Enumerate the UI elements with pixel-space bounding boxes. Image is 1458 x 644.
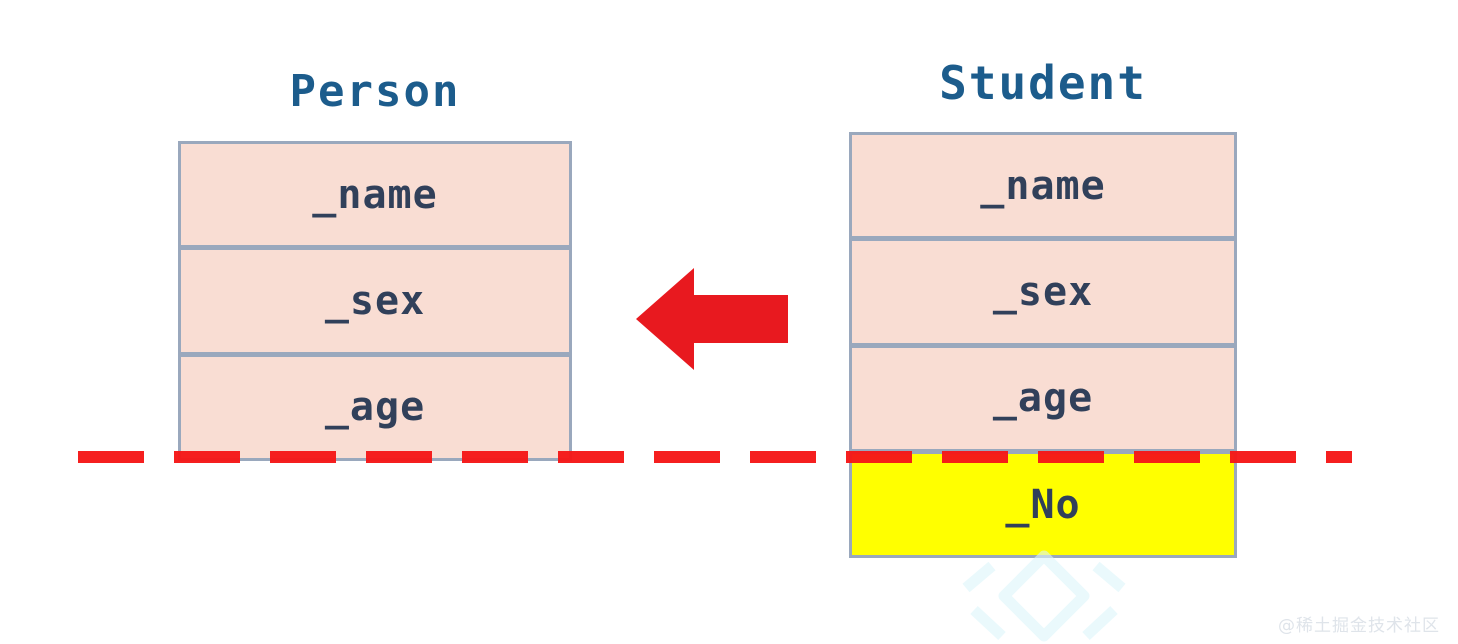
juejin-logo-watermark-icon — [962, 550, 1126, 642]
field-row-person-age: _age — [178, 353, 572, 461]
field-row-student-sex: _sex — [849, 238, 1237, 346]
class-title-person: Person — [289, 66, 461, 117]
field-label: _name — [312, 171, 438, 218]
field-label: _No — [1005, 481, 1081, 528]
field-row-student-no: _No — [849, 450, 1237, 559]
inheritance-arrow-left-icon — [636, 268, 788, 370]
field-label: _name — [980, 162, 1106, 209]
class-title-student: Student — [939, 56, 1147, 110]
field-label: _sex — [992, 268, 1094, 315]
site-watermark-text: @稀土掘金技术社区 — [1278, 616, 1440, 636]
inheritance-divider-line — [78, 451, 1352, 463]
field-label: _age — [324, 384, 426, 431]
field-row-student-age: _age — [849, 344, 1237, 452]
class-box-student: _name _sex _age _No — [849, 132, 1237, 561]
field-row-person-sex: _sex — [178, 247, 572, 355]
field-label: _sex — [324, 277, 426, 324]
field-row-student-name: _name — [849, 132, 1237, 240]
class-box-person: _name _sex _age — [178, 141, 572, 463]
field-row-person-name: _name — [178, 141, 572, 249]
field-label: _age — [992, 375, 1094, 422]
